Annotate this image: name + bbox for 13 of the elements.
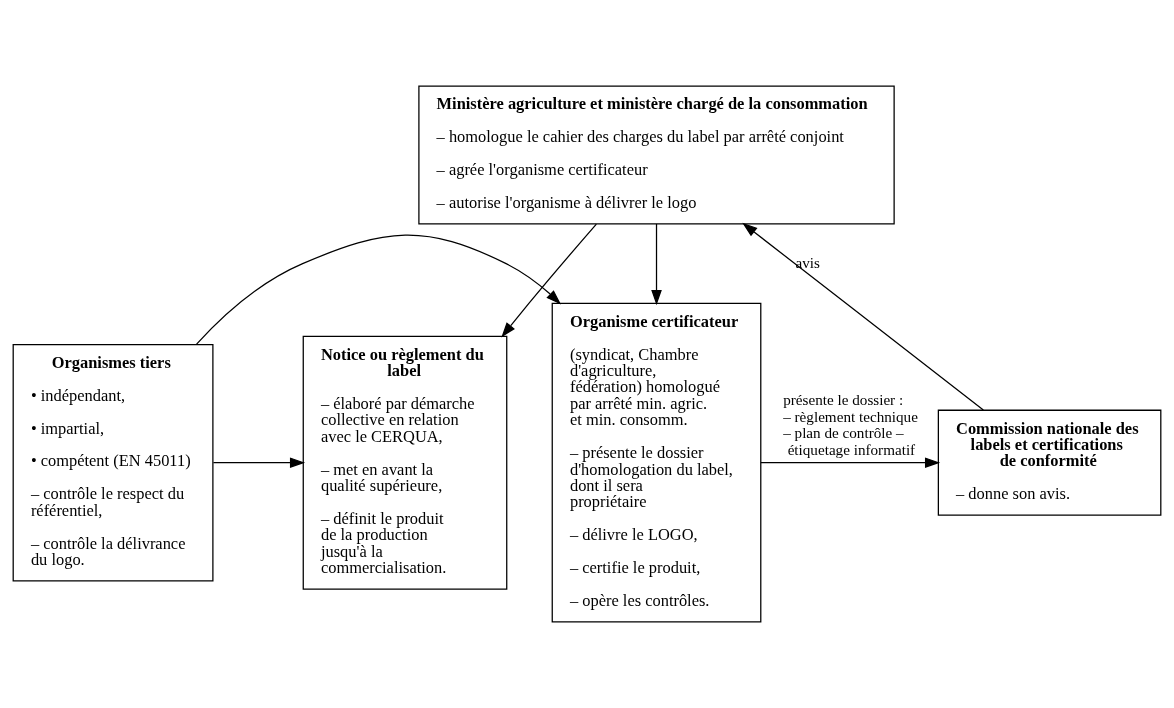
node-box: Organisme certificateur (syndicat, Chambre d'agriculture, fédération) homologué par arrêté min. agric. et min. consomm. – présente le dossier d'homologation du label, dont il sera propriétaire – délivre le LOGO, – certifie le produit, – opère les contrôles. xyxy=(551,302,762,623)
arrow xyxy=(651,223,662,306)
node-box: Organismes tiers • indépendant, • impartial, • compétent (EN 45011) – contrôle le respect du référentiel, – contrôle la délivrance du logo. xyxy=(12,343,214,582)
node-box: Ministère agriculture et ministère chargé de la consommation – homologue le cahier des charges du label par arrêté conjoint – agrée l'organisme certificateur – autorise l'organisme à délivrer le logo xyxy=(418,85,895,225)
node-box: Notice ou règlement du label – élaboré par démarche collective en relation avec le CERQUA, – met en avant la qualité supérieure, – définit le produit de la production jusqu'à la commercialisation. xyxy=(302,335,508,590)
edge-label: avis xyxy=(795,253,820,271)
arrow xyxy=(760,457,941,468)
arrow xyxy=(742,222,984,411)
arrow xyxy=(501,223,597,338)
edge-label: présente le dossier : – règlement technique – plan de contrôle – étiquetage informatif xyxy=(783,391,918,458)
arrow xyxy=(196,234,562,345)
node-box: Commission nationale des labels et certifications de conformité – donne son avis. xyxy=(937,409,1162,516)
arrow xyxy=(212,457,306,468)
